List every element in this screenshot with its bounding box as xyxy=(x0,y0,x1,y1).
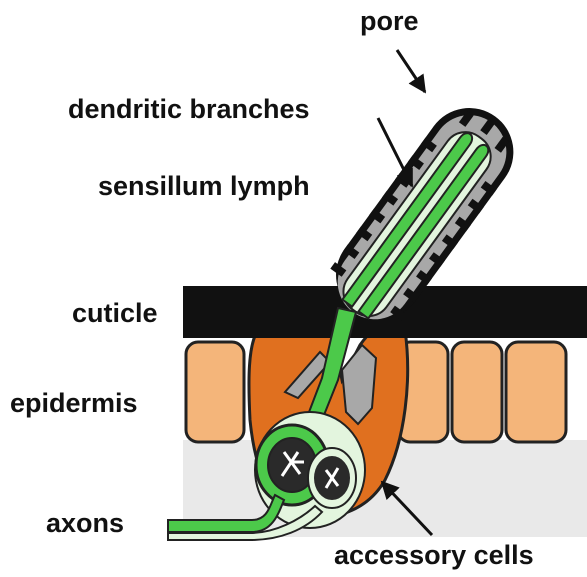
label-axons: axons xyxy=(46,510,124,537)
epidermal-cell xyxy=(452,342,502,442)
label-pore: pore xyxy=(360,8,419,35)
epidermal-cell xyxy=(186,342,244,442)
label-accessory-cells: accessory cells xyxy=(334,542,534,569)
label-sensillum-lymph: sensillum lymph xyxy=(98,173,310,200)
dendritic-branches-arrow xyxy=(378,118,412,186)
label-epidermis: epidermis xyxy=(10,390,138,417)
label-cuticle: cuticle xyxy=(72,300,158,327)
pore-arrow xyxy=(397,50,425,92)
epidermal-cell xyxy=(506,342,566,442)
label-dendritic-branches: dendritic branches xyxy=(68,96,310,123)
